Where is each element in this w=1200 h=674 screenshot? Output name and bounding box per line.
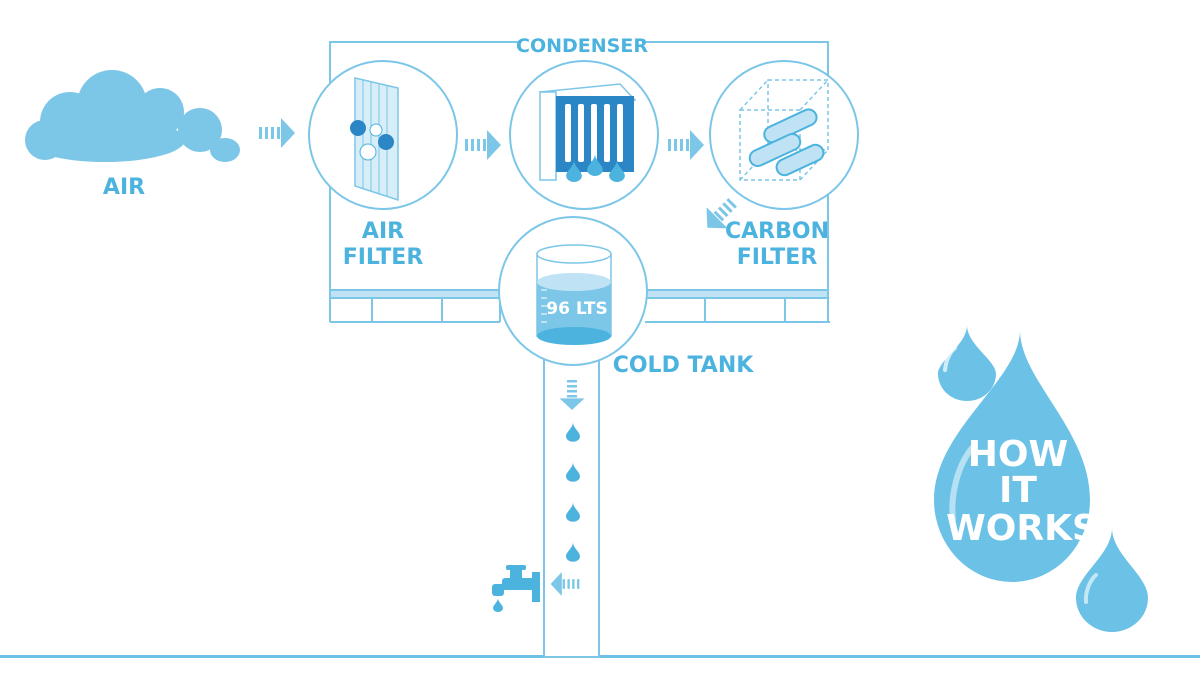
cold-tank-label: COLD TANK [613, 353, 755, 378]
air-label: AIR [103, 175, 145, 200]
arrow-right-icon [668, 130, 704, 160]
title-line-2: IT [999, 470, 1037, 511]
air-filter-label-line1: AIR [362, 219, 404, 244]
arrow-right-icon [465, 130, 501, 160]
arrow-right-icon [259, 118, 295, 148]
tank-icon [498, 216, 648, 366]
air-filter-icon [308, 60, 458, 210]
air-filter-label-line2: FILTER [343, 245, 424, 270]
carbon-filter-label-line1: CARBON [725, 219, 829, 244]
tank-volume-label: 96 LTS [546, 299, 607, 319]
title-line-1: HOW [968, 434, 1068, 475]
title-line-3: WORKS [946, 508, 1098, 549]
carbon-filter-label-line2: FILTER [737, 245, 818, 270]
how-it-works-badge [934, 325, 1148, 632]
faucet-icon [492, 565, 540, 612]
condenser-icon [509, 60, 659, 210]
cloud-icon [25, 70, 240, 162]
condenser-label: CONDENSER [516, 35, 648, 57]
carbon-filter-icon [709, 60, 859, 210]
